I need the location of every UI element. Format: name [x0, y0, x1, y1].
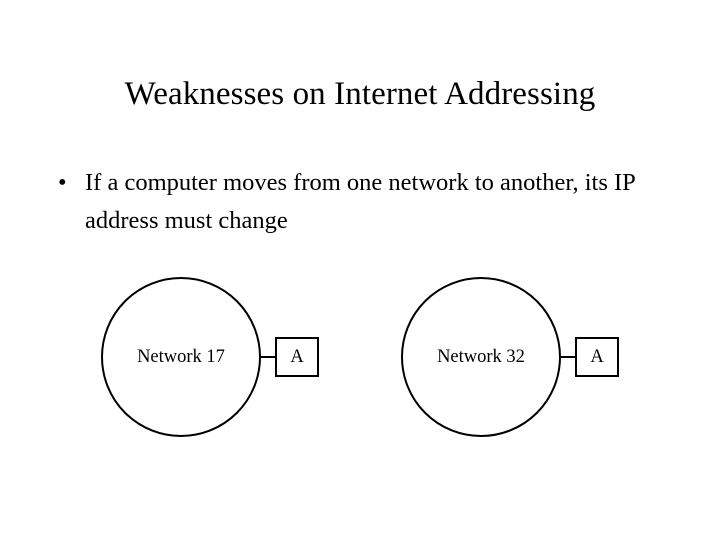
network-link-left [261, 356, 276, 358]
network-group-right: Network 32 A [401, 277, 621, 437]
list-item: • If a computer moves from one network t… [52, 164, 652, 240]
network-circle-left [101, 277, 261, 437]
bullet-list: • If a computer moves from one network t… [52, 164, 652, 240]
host-box-right: A [575, 337, 619, 377]
host-box-left: A [275, 337, 319, 377]
network-link-right [561, 356, 576, 358]
page-title: Weaknesses on Internet Addressing [124, 76, 596, 112]
network-group-left: Network 17 A [101, 277, 321, 437]
network-label-right: Network 32 [437, 346, 525, 367]
bullet-dot-icon: • [58, 169, 67, 196]
bullet-text: If a computer moves from one network to … [85, 169, 635, 234]
network-circle-right [401, 277, 561, 437]
network-label-left: Network 17 [137, 346, 225, 367]
